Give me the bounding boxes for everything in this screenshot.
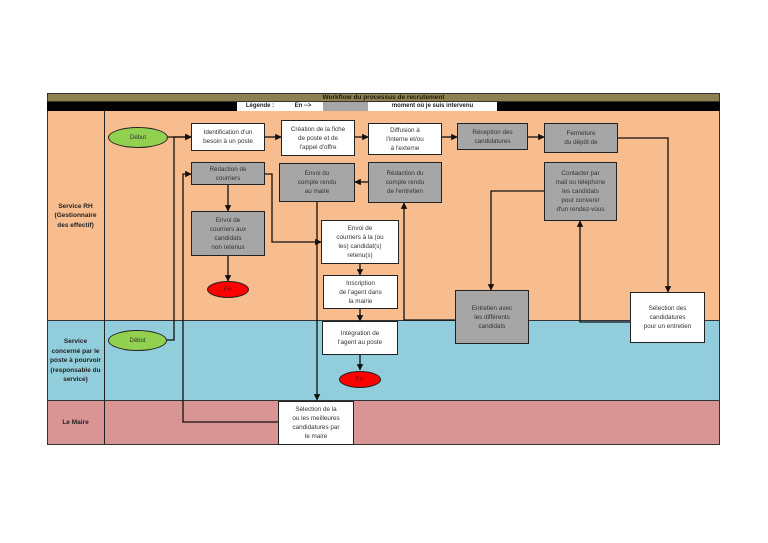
task-identification-besoin[interactable]: Identification d'un besoin à un poste [191,123,265,151]
legend-label: Légende : [237,102,283,111]
end-node-rh[interactable]: Fin [207,281,249,298]
end-node-service[interactable]: Fin [339,371,381,388]
task-contacter-candidats[interactable]: Contacter par mail ou téléphone les cand… [544,162,617,221]
legend-swatch [323,102,368,111]
task-reception-candidatures[interactable]: Réception des candidatures [457,123,528,150]
task-diffusion[interactable]: Diffusion à l'interne et/ou à l'externe [368,123,442,155]
task-integration-agent[interactable]: Intégration de l'agent au poste [322,321,398,355]
legend-description: moment où je suis intervenu [368,102,497,111]
task-redaction-courriers[interactable]: Rédaction de courriers [191,162,265,185]
task-selection-entretien[interactable]: Sélection des candidatures pour un entre… [630,292,705,343]
start-node-service[interactable]: Début [108,330,167,351]
legend-arrow-text: En --> [283,102,323,111]
task-redaction-compte-rendu[interactable]: Rédaction du compte rendu de l'entretien [368,162,442,203]
lane-label-le-maire: Le Maire [47,401,105,445]
lane-label-service-rh: Service RH (Gestionnaire des effectif) [47,111,105,321]
task-envoi-retenus[interactable]: Envoi de courriers à la (ou les) candida… [321,220,399,264]
task-selection-maire[interactable]: Sélection de la ou les meilleures candid… [278,401,354,445]
task-envoi-non-retenus[interactable]: Envoi de courriers aux candidats non ret… [191,211,265,256]
lane-label-service-concerne: Service concerné par le poste à pourvoir… [47,321,105,401]
task-creation-fiche-poste[interactable]: Création de la fiche de poste et de l'ap… [281,120,355,156]
task-envoi-compte-rendu[interactable]: Envoi du compte rendu au maire [279,163,355,202]
task-fermeture-depot[interactable]: Fermeture du dépôt de [544,123,618,153]
task-entretien-candidats[interactable]: Entretien avec les différents candidats [455,290,529,344]
start-node-rh[interactable]: Début [108,127,168,148]
diagram-title: Workflow du processus de recrutement [47,93,720,102]
task-inscription-agent[interactable]: Inscription de l'agent dans la mairie [323,275,398,309]
